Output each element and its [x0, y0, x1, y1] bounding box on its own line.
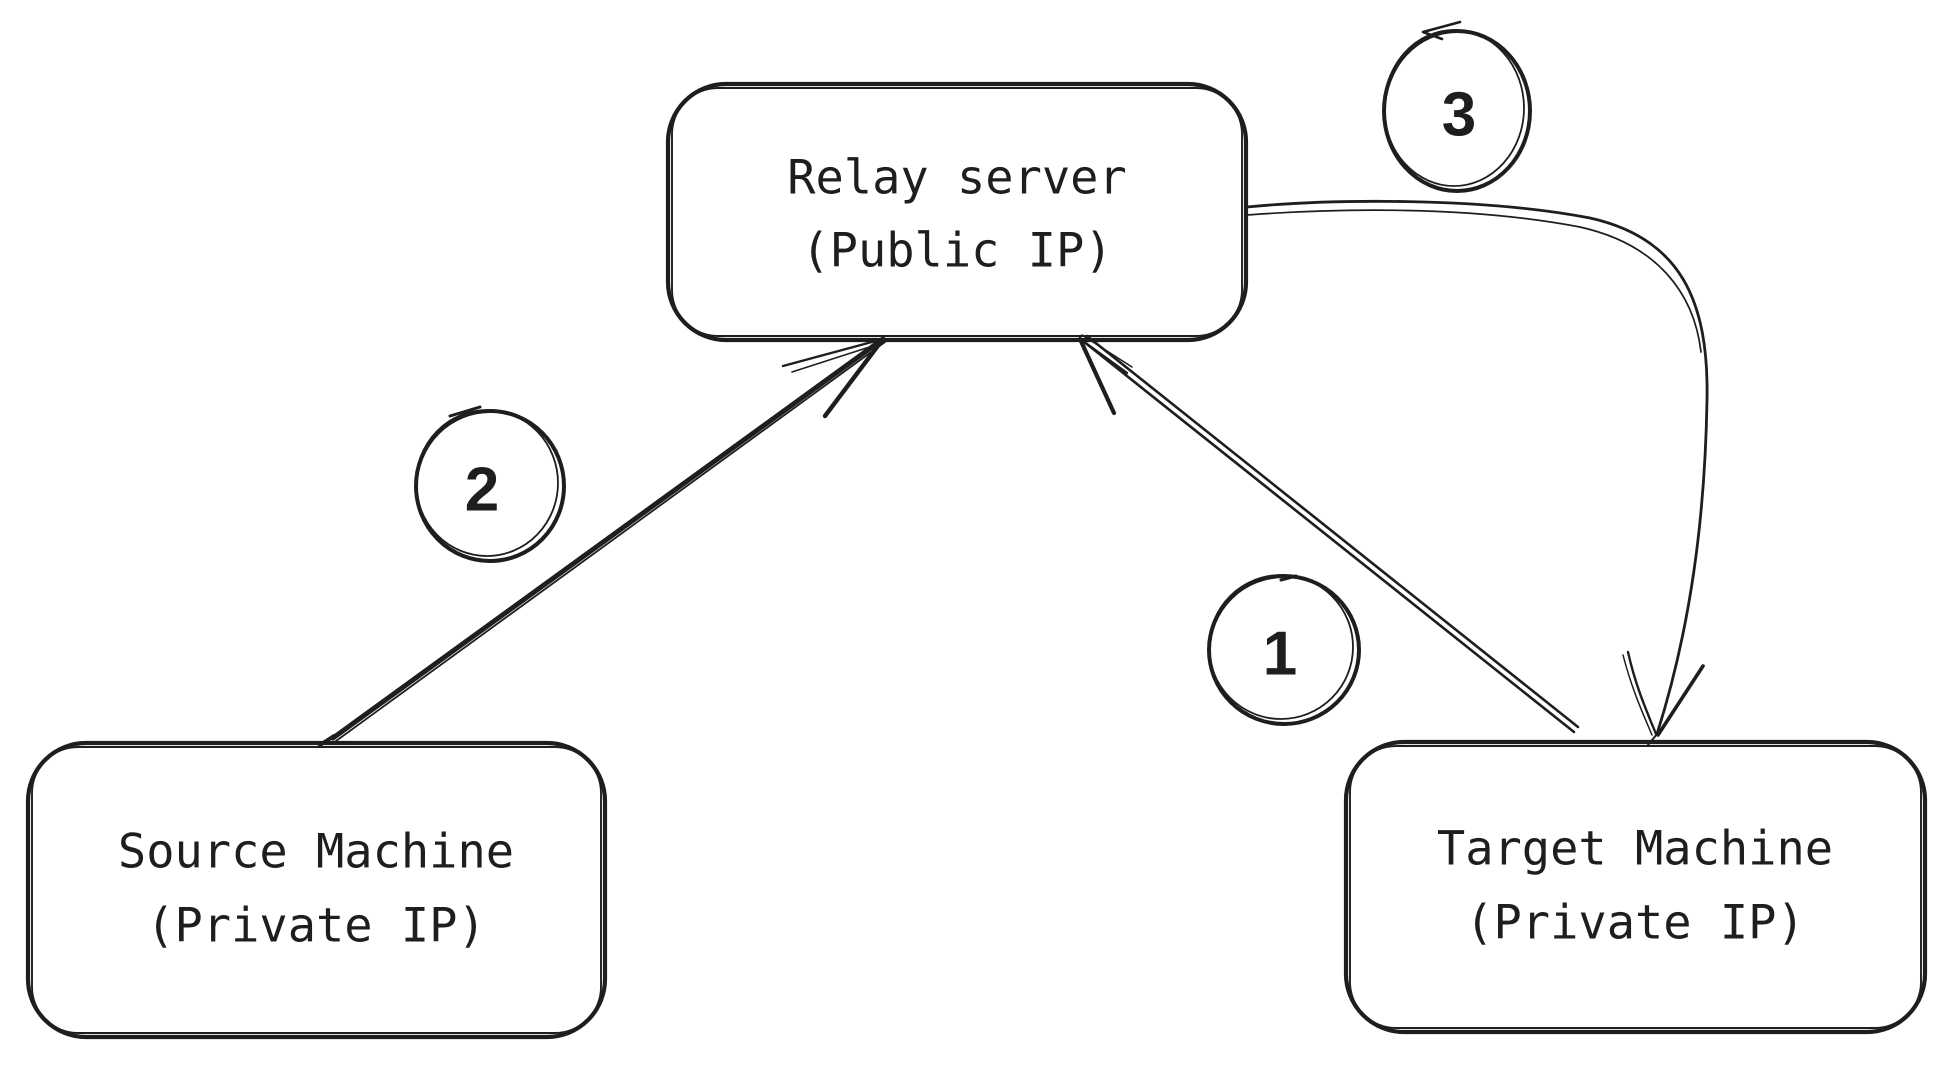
relay-server-box-sketch-stroke	[671, 87, 1243, 337]
arrow-target-to-relay	[1077, 334, 1580, 734]
arrow-relay-to-target-head-barb-left-sketch	[1622, 654, 1653, 736]
step-badge-2-number: 2	[465, 456, 499, 525]
relay-server-node: Relay server (Public IP)	[665, 81, 1249, 343]
step-badge-2-stroke-flick	[448, 405, 482, 418]
arrow-relay-to-target-shaft	[1245, 199, 1709, 736]
arrow-target-to-relay-shaft	[1081, 339, 1576, 734]
step-badge-1-stroke-flick	[1279, 574, 1298, 582]
arrow-relay-to-target	[1245, 199, 1709, 746]
target-machine-label-line2: (Private IP)	[1465, 896, 1805, 951]
step-badge-1: 1	[1207, 574, 1361, 726]
arrow-source-to-relay-head-barb-lower	[822, 336, 886, 419]
arrow-target-to-relay-head-barb-lower	[1077, 336, 1117, 416]
source-machine-node: Source Machine (Private IP)	[25, 740, 608, 1040]
source-machine-box-sketch-stroke	[31, 746, 602, 1034]
step-badge-3: 3	[1382, 20, 1532, 193]
step-badge-3-stroke-flick	[1421, 20, 1462, 41]
arrow-relay-to-target-head-tip-flick	[1647, 733, 1658, 746]
arrow-source-to-relay-head-barb-upper-sketch	[791, 341, 886, 373]
arrow-relay-to-target-head-barb-right	[1656, 664, 1705, 737]
arrow-relay-to-target-shaft-sketch	[1246, 209, 1702, 353]
arrow-source-to-relay-head-barb-upper	[781, 337, 885, 368]
arrow-source-to-relay-shaft	[330, 336, 886, 741]
step-badge-3-circle-sketch	[1383, 29, 1525, 187]
step-badge-2: 2	[414, 405, 566, 563]
target-machine-node: Target Machine (Private IP)	[1343, 739, 1928, 1035]
arrow-source-to-relay	[318, 336, 886, 747]
arrow-target-to-relay-head-barb-upper-sketch	[1081, 334, 1133, 368]
relay-server-label-line2: (Public IP)	[801, 224, 1112, 279]
step-badge-3-number: 3	[1442, 81, 1476, 150]
source-machine-label-line1: Source Machine	[118, 825, 514, 880]
step-badge-1-number: 1	[1263, 620, 1297, 689]
relay-server-box	[665, 81, 1249, 343]
arrow-source-to-relay-shaft-sketch	[335, 341, 886, 742]
arrow-source-to-relay-tail-flick	[318, 734, 336, 747]
step-badge-2-circle-sketch	[415, 409, 559, 557]
arrow-target-to-relay-head-barb-upper	[1078, 337, 1129, 375]
arrow-target-to-relay-shaft-sketch	[1085, 334, 1580, 729]
target-machine-box-sketch-stroke	[1349, 745, 1922, 1029]
target-machine-label-line1: Target Machine	[1437, 822, 1833, 877]
source-machine-label-line2: (Private IP)	[146, 899, 486, 954]
step-badge-1-circle-sketch	[1208, 574, 1354, 720]
source-machine-box	[25, 740, 608, 1040]
relay-server-label-line1: Relay server	[787, 151, 1127, 206]
arrow-relay-to-target-head-barb-left	[1626, 650, 1658, 736]
target-machine-box	[1343, 739, 1928, 1035]
